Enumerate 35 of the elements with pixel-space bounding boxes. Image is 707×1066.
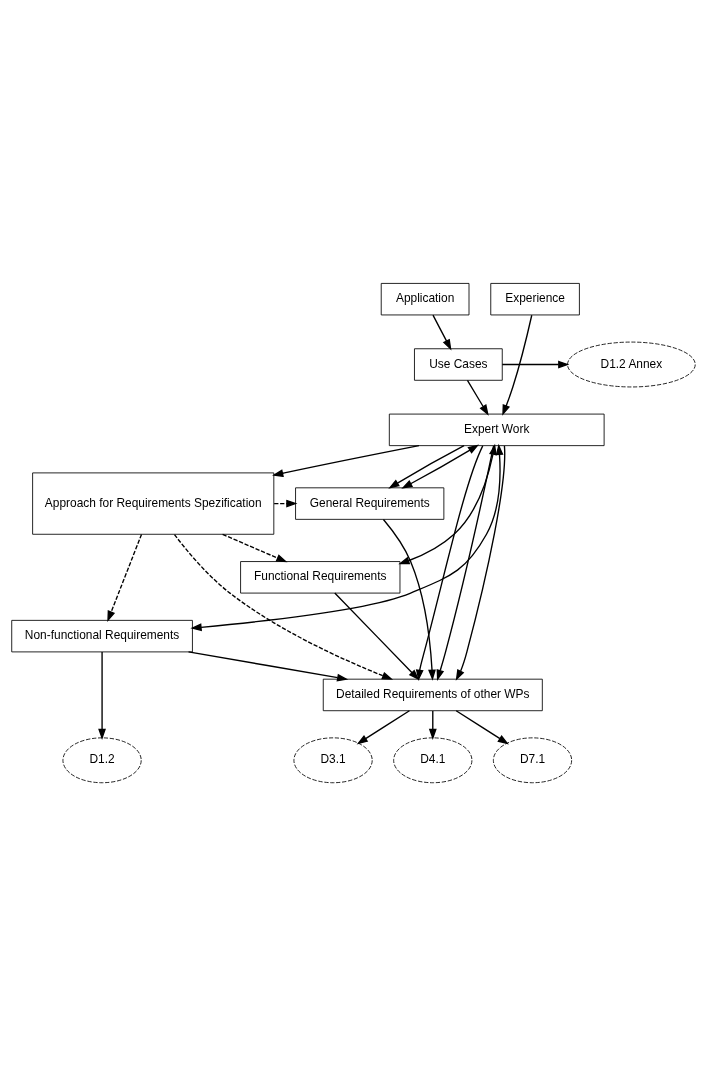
arrow — [501, 360, 570, 369]
node-box: Application — [380, 283, 470, 316]
arrow — [221, 533, 288, 563]
arrow — [466, 379, 489, 416]
arrow — [107, 533, 143, 622]
arrow — [455, 710, 509, 745]
arrow — [428, 710, 437, 740]
node-ellipse: D1.2 — [62, 737, 142, 784]
arrow — [334, 592, 420, 681]
node-box: General Requirements — [295, 487, 445, 520]
arrow — [398, 443, 497, 565]
node-ellipse: D1.2 Annex — [567, 341, 696, 388]
node-ellipse: D4.1 — [393, 737, 473, 784]
arrow — [401, 444, 480, 489]
arrow — [432, 314, 452, 351]
node-box: Experience — [490, 283, 580, 316]
arrow — [187, 651, 349, 682]
node-box: Expert Work — [388, 413, 605, 447]
arrow — [273, 499, 298, 508]
node-box: Use Cases — [414, 348, 503, 381]
arrow — [415, 445, 484, 681]
node-box: Functional Requirements — [240, 561, 401, 594]
node-box: Non-functional Requirements — [11, 619, 193, 653]
node-box: Approach for Requirements Spezification — [32, 472, 275, 535]
arrow — [455, 445, 506, 681]
arrow — [436, 445, 495, 681]
node-box: Detailed Requirements of other WPs — [322, 678, 543, 712]
arrow — [98, 651, 106, 740]
arrow — [502, 314, 533, 416]
arrow — [190, 443, 504, 632]
arrow — [388, 444, 465, 489]
arrow — [382, 518, 436, 681]
arrow — [272, 444, 420, 478]
arrow — [356, 710, 411, 745]
arrow — [173, 534, 394, 680]
